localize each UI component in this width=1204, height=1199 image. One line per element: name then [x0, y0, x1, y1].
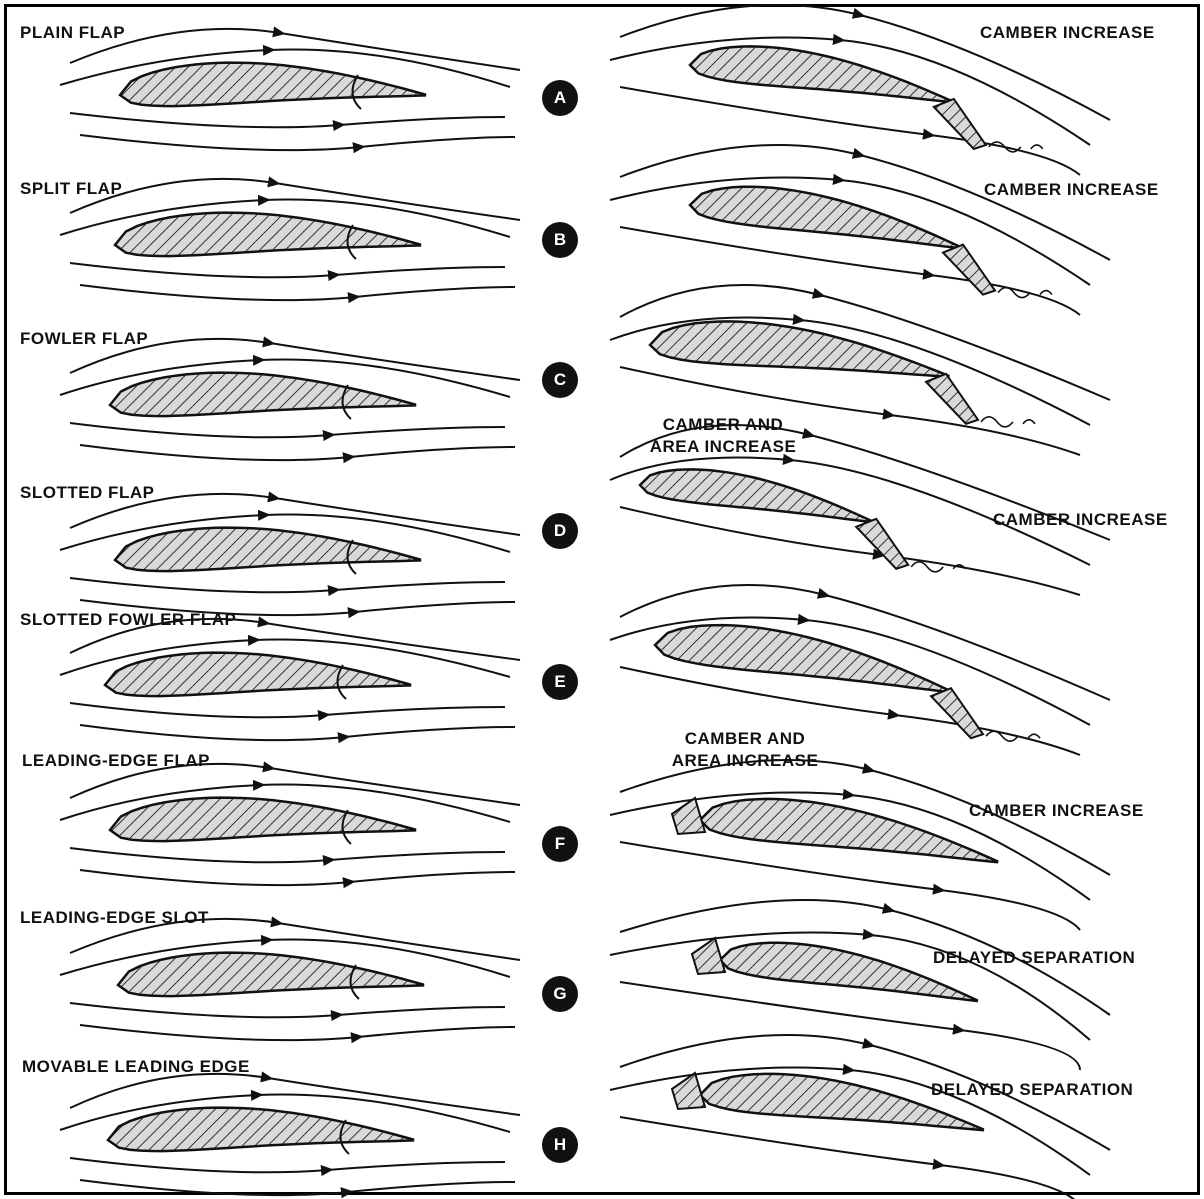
left-stream-lower-6: [70, 1003, 505, 1017]
label-slotted-fowler-flap: SLOTTED FOWLER FLAP: [20, 609, 236, 631]
label-fowler-flap: FOWLER FLAP: [20, 328, 148, 350]
left-stream-lower2-7: [80, 1180, 515, 1195]
left-airfoil-2: [110, 373, 415, 417]
right-flap-4: [931, 688, 983, 738]
right-le-device-7: [672, 1073, 705, 1109]
badge-f: F: [542, 826, 578, 862]
left-airfoil-1: [115, 213, 420, 257]
label-leading-edge-slot: LEADING-EDGE SLOT: [20, 907, 209, 929]
effect-a: CAMBER INCREASE: [980, 22, 1155, 44]
badge-c: C: [542, 362, 578, 398]
effect-f: CAMBER INCREASE: [969, 800, 1144, 822]
right-flap-0: [934, 99, 986, 149]
left-stream-lower2-0: [80, 135, 515, 150]
right-airfoil-5: [700, 799, 997, 862]
left-airfoil-7: [108, 1108, 413, 1152]
left-stream-lower-1: [70, 263, 505, 277]
right-airfoil-1: [690, 187, 962, 249]
badge-h: H: [542, 1127, 578, 1163]
left-stream-lower-5: [70, 848, 505, 862]
left-stream-lower2-5: [80, 870, 515, 885]
effect-e-text: CAMBER AND AREA INCREASE: [672, 729, 819, 770]
badge-g: G: [542, 976, 578, 1012]
effect-g: DELAYED SEPARATION: [933, 947, 1135, 969]
left-airfoil-5: [110, 798, 415, 842]
label-leading-edge-flap: LEADING-EDGE FLAP: [22, 750, 210, 772]
left-stream-lower-0: [70, 113, 505, 127]
label-slotted-flap: SLOTTED FLAP: [20, 482, 154, 504]
left-airfoil-3: [115, 528, 420, 572]
effect-h: DELAYED SEPARATION: [931, 1079, 1133, 1101]
left-stream-lower-2: [70, 423, 505, 437]
wake-vortex-0: [989, 142, 1043, 152]
badge-a: A: [542, 80, 578, 116]
effect-c-text: CAMBER AND AREA INCREASE: [650, 415, 797, 456]
left-stream-lower-4: [70, 703, 505, 717]
right-flap-3: [856, 519, 908, 569]
badge-e: E: [542, 664, 578, 700]
left-stream-lower2-1: [80, 285, 515, 300]
badge-b: B: [542, 222, 578, 258]
right-stream-lower-7: [620, 1117, 1080, 1199]
label-split-flap: SPLIT FLAP: [20, 178, 122, 200]
label-plain-flap: PLAIN FLAP: [20, 22, 125, 44]
wake-vortex-2: [981, 417, 1035, 427]
left-stream-lower2-2: [80, 445, 515, 460]
left-airfoil-6: [118, 953, 423, 997]
effect-b: CAMBER INCREASE: [984, 179, 1159, 201]
badge-d: D: [542, 513, 578, 549]
right-airfoil-2: [650, 321, 948, 376]
right-flap-1: [943, 245, 995, 295]
right-stream-lower-1: [620, 227, 1080, 315]
left-stream-lower2-4: [80, 725, 515, 740]
left-airfoil-4: [105, 653, 410, 697]
right-le-device-6: [692, 938, 725, 974]
right-stream-lower-6: [620, 982, 1080, 1070]
left-stream-lower-7: [70, 1158, 505, 1172]
label-movable-leading-edge: MOVABLE LEADING EDGE: [22, 1056, 250, 1078]
left-stream-lower2-6: [80, 1025, 515, 1040]
left-stream-lower-3: [70, 578, 505, 592]
effect-d: CAMBER INCREASE: [993, 509, 1168, 531]
right-flap-2: [926, 374, 978, 424]
left-airfoil-0: [120, 63, 425, 107]
effect-e-line1: CAMBER AND AREA INCREASE: [660, 728, 830, 772]
right-stream-lower-5: [620, 842, 1080, 930]
right-airfoil-3: [640, 469, 872, 522]
right-stream-lower-0: [620, 87, 1080, 175]
right-le-device-5: [672, 798, 705, 834]
effect-c-line1: CAMBER AND AREA INCREASE: [638, 414, 808, 458]
